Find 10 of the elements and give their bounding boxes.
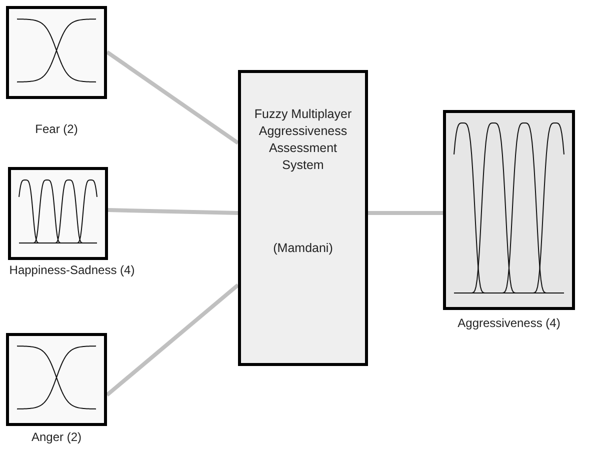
- variable-label: Happiness-Sadness (4): [8, 263, 136, 277]
- connector-line: [368, 211, 443, 215]
- connector-line: [106, 50, 240, 145]
- system-label: (Mamdani): [272, 240, 334, 257]
- variable-label: Aggressiveness (4): [456, 316, 562, 330]
- variable-label: Anger (2): [30, 430, 83, 444]
- system-label: Fuzzy Multiplayer Aggressiveness Assessment System: [253, 106, 353, 174]
- variable-label: Fear (2): [34, 122, 79, 136]
- connector-line: [106, 283, 240, 397]
- connector-line: [108, 208, 238, 215]
